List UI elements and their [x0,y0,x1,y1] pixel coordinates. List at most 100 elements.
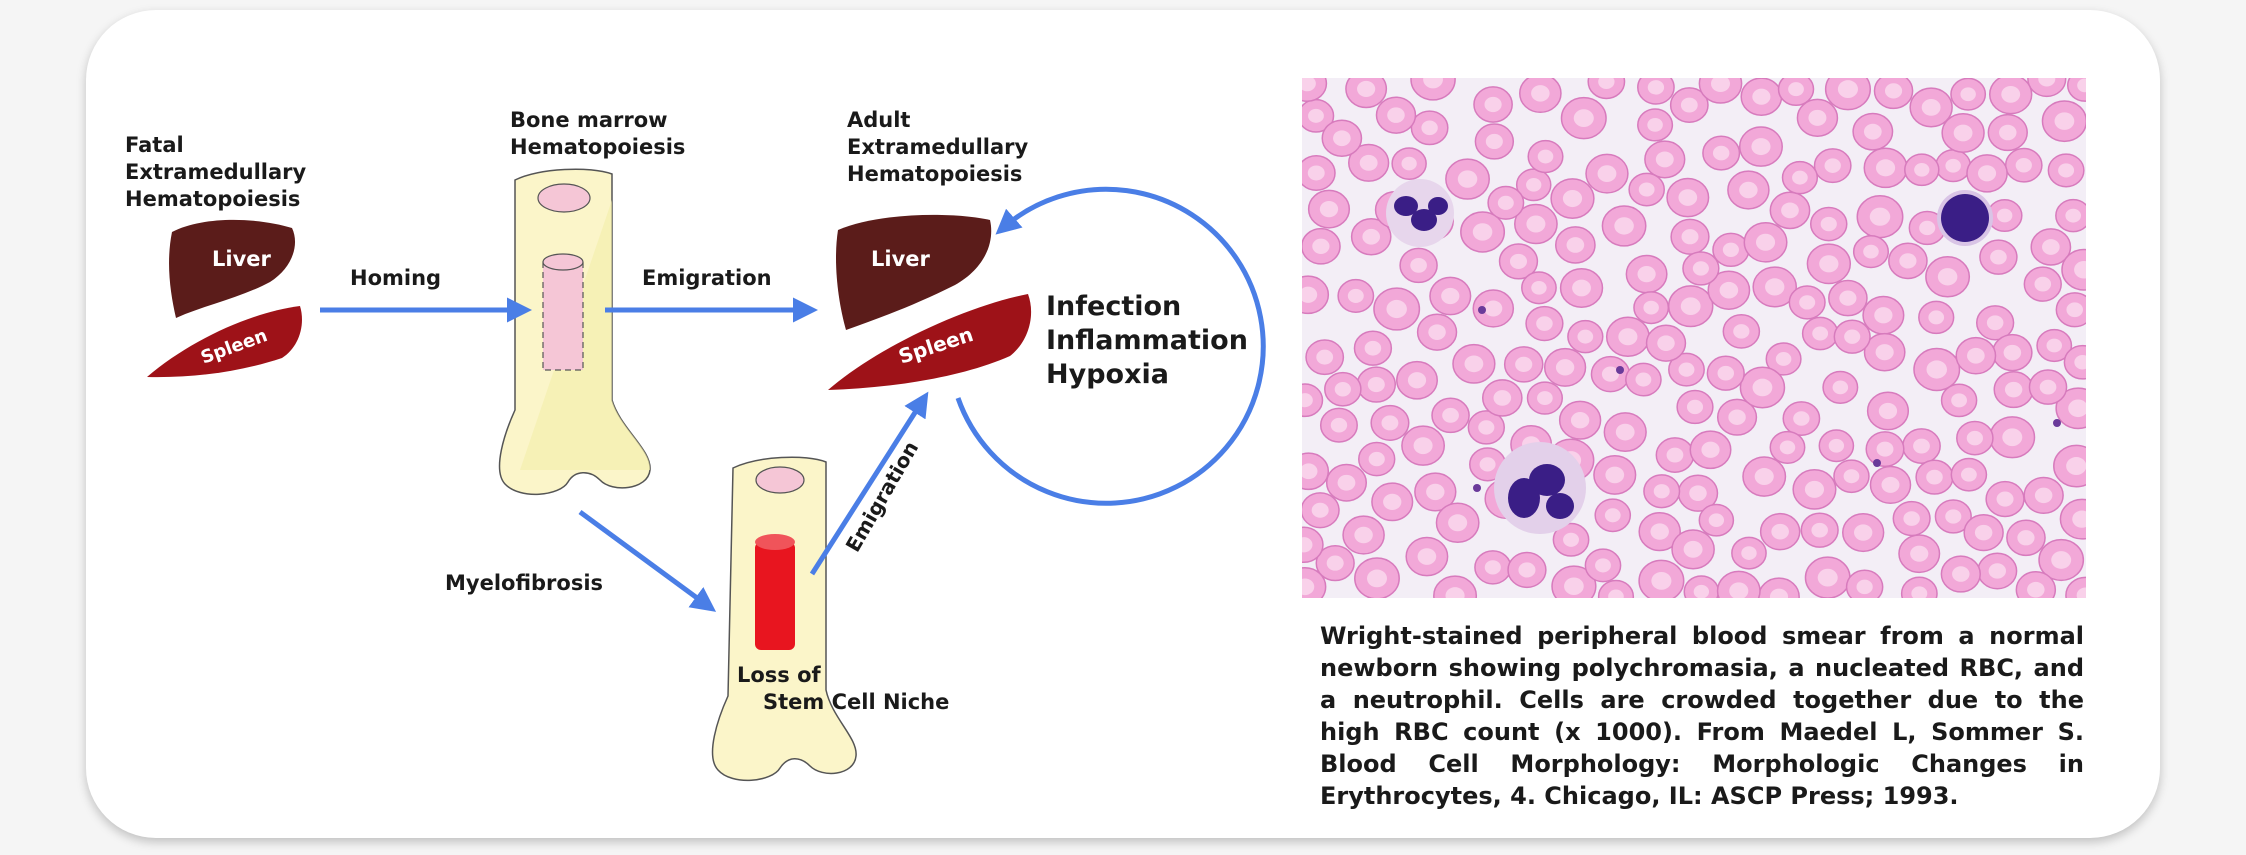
red-blood-cell [2027,78,2067,98]
central-pallor [1937,268,1958,286]
central-pallor [2072,510,2086,528]
adult-liver-label: Liver [871,247,931,271]
central-pallor [1921,98,1941,116]
central-pallor [1302,393,1313,408]
central-pallor [1824,158,1841,173]
central-pallor [1464,355,1484,373]
red-blood-cell [2061,248,2086,291]
central-pallor [1615,423,1635,441]
central-pallor [1368,451,1385,467]
bone-marrow-label: Bone marrow Hematopoiesis [510,108,686,159]
central-pallor [1316,349,1334,365]
central-pallor [1479,457,1496,472]
neutrophil-lobe [1394,196,1418,216]
central-pallor [1618,328,1638,346]
central-pallor [1876,441,1894,457]
central-pallor [1666,447,1684,463]
central-pallor [1863,244,1879,259]
central-pallor [1484,96,1502,113]
central-pallor [1426,483,1445,501]
central-pallor [1537,149,1554,164]
platelet [1478,306,1486,314]
central-pallor [1754,468,1774,486]
adult-spleen-shape [828,294,1032,390]
central-pallor [1572,279,1591,297]
central-pallor [1647,117,1663,132]
central-pallor [1423,78,1443,89]
central-pallor [1678,189,1698,206]
central-pallor [1752,88,1771,105]
central-pallor [1996,491,2014,507]
red-blood-cell [1433,575,1478,598]
central-pallor [1421,120,1438,136]
fetal-liver-shape [169,219,296,318]
central-pallor [1843,469,1860,484]
central-pallor [1966,430,1983,446]
central-pallor [2074,260,2086,279]
central-pallor [1326,555,1344,571]
neutrophil-lobe [1529,464,1565,496]
central-pallor [1708,513,1725,528]
central-pallor [1334,382,1351,397]
central-pallor [1792,170,1808,185]
central-pallor [1605,466,1625,484]
central-pallor [1302,78,1316,92]
central-pallor [1881,476,1900,493]
central-pallor [1869,207,1891,226]
central-pallor [1493,390,1512,406]
emigration-diag-label: Emigration [841,437,924,556]
central-pallor [1884,83,1903,99]
neutrophil-lobe [1411,209,1437,231]
central-pallor [1828,438,1845,453]
central-pallor [1601,366,1620,382]
central-pallor [1799,295,1816,310]
central-pallor [1319,200,1339,218]
central-pallor [1953,124,1973,142]
central-pallor [1811,522,1828,538]
central-pallor [1302,463,1318,480]
central-pallor [1960,87,1976,102]
central-pallor [1680,97,1698,113]
figure-caption: Wright-stained peripheral blood smear fr… [1320,622,2084,810]
central-pallor [1598,78,1615,90]
central-pallor [1996,208,2013,223]
central-pallor [1765,278,1785,296]
central-pallor [1832,380,1849,395]
red-blood-cell [1410,78,1456,101]
central-pallor [1874,307,1893,324]
platelet [1616,366,1624,374]
central-pallor [1733,324,1750,339]
central-pallor [2077,78,2086,93]
central-pallor [1367,569,1387,588]
central-pallor [1910,545,1929,562]
central-pallor [1875,159,1896,177]
homing-label: Homing [350,266,442,290]
central-pallor [1986,315,2004,331]
central-pallor [1312,238,1330,254]
central-pallor [2042,239,2060,255]
central-pallor [1472,223,1493,241]
blood-smear-micrograph [1302,78,2086,598]
central-pallor [2051,551,2072,569]
central-pallor [1729,582,1749,598]
central-pallor [1526,178,1542,192]
central-pallor [1357,80,1376,98]
central-pallor [1820,216,1837,232]
central-pallor [1308,108,1324,123]
central-pallor [1863,123,1882,140]
central-pallor [1926,360,1947,379]
central-pallor [1919,220,1936,236]
central-pallor [1751,138,1771,156]
central-pallor [1844,329,1861,344]
central-pallor [1302,286,1318,303]
central-pallor [1878,402,1898,420]
central-pallor [1595,558,1611,573]
central-pallor [1564,577,1584,595]
central-pallor [1635,372,1652,387]
central-pallor [2034,276,2052,292]
central-pallor [1817,568,1838,587]
central-pallor [2004,381,2023,398]
central-pallor [1614,217,1634,235]
central-pallor [1951,393,1967,408]
